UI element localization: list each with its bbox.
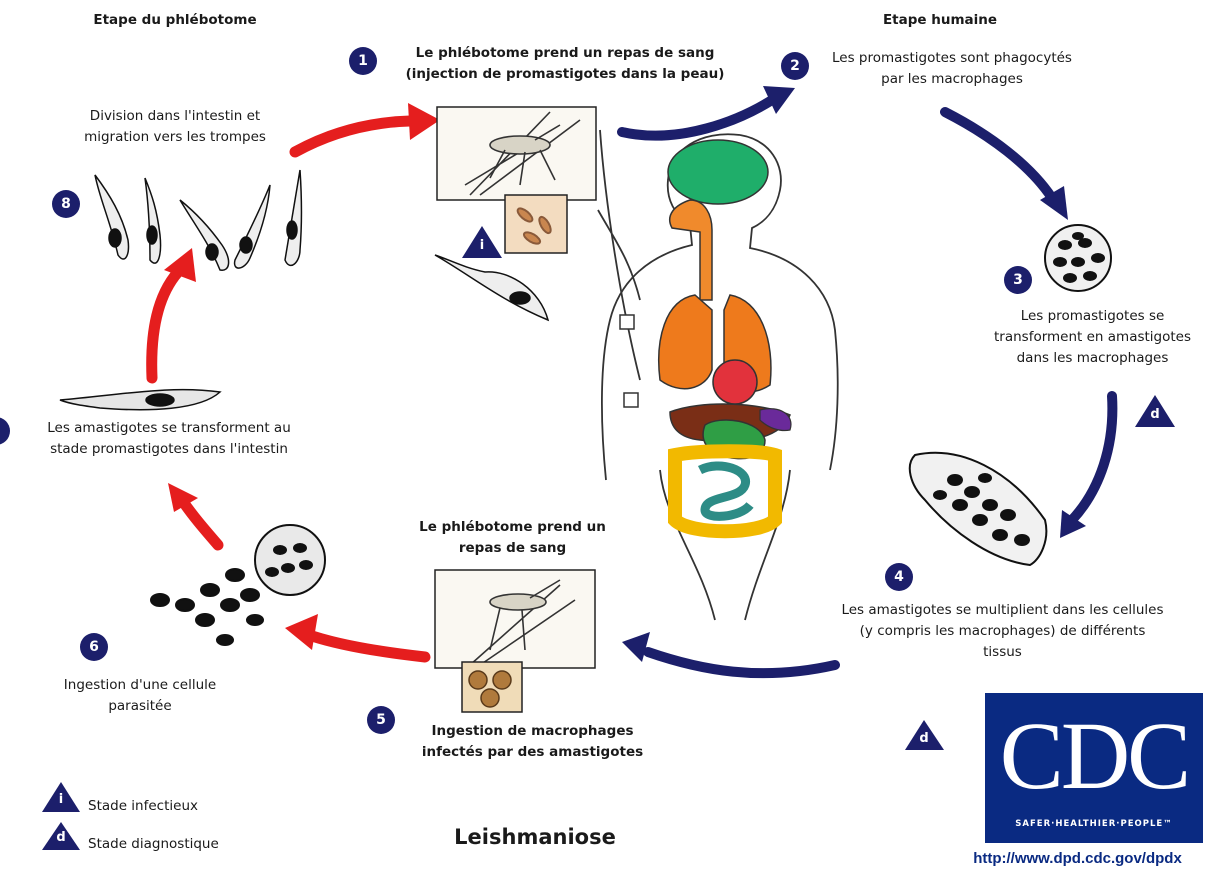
diagram-title: Leishmaniose xyxy=(420,825,650,849)
step-8-text: Division dans l'intestin et migration ve… xyxy=(60,106,290,148)
step-5-text-a: Le phlébotome prend un repas de sang xyxy=(410,517,615,559)
legend-infective-text: Stade infectieux xyxy=(88,797,198,815)
cdc-logo: CDC SAFER·HEALTHIER·PEOPLE™ xyxy=(985,693,1203,843)
brain xyxy=(668,140,768,204)
arrow-5-to-6 xyxy=(312,636,425,657)
step-7-text: Les amastigotes se transforment au stade… xyxy=(28,418,310,460)
free-promastigote xyxy=(435,255,548,320)
arrow-3-to-4 xyxy=(1072,396,1112,520)
arrow-8-to-1 xyxy=(295,121,410,152)
step-5-text-b: Ingestion de macrophages infectés par de… xyxy=(405,721,660,763)
arrow-1-to-2 xyxy=(622,100,772,136)
cdc-url[interactable]: http://www.dpd.cdc.gov/dpdx xyxy=(945,850,1210,867)
sandfly-inset-top xyxy=(437,107,596,253)
human-stage-header: Etape humaine xyxy=(830,10,1050,31)
step-2-badge: 2 xyxy=(781,52,809,80)
vector-stage-header: Etape du phlébotome xyxy=(50,10,300,31)
step-4-badge: 4 xyxy=(885,563,913,591)
diagnostic-marker-cdc-letter: d xyxy=(907,731,941,746)
step-3-badge: 3 xyxy=(1004,266,1032,294)
step-5-badge: 5 xyxy=(367,706,395,734)
arrow-2-to-3 xyxy=(945,112,1052,198)
step-1-text: Le phlébotome prend un repas de sang (in… xyxy=(390,43,740,85)
left-lung xyxy=(659,295,712,389)
sandfly-inset-bottom xyxy=(435,570,595,712)
step-3-text: Les promastigotes se transforment en ama… xyxy=(985,306,1200,369)
diagnostic-marker-letter: d xyxy=(1138,407,1172,422)
step-6-text: Ingestion d'une cellule parasitée xyxy=(55,675,225,717)
step-1-badge: 1 xyxy=(349,47,377,75)
skin-square-upper xyxy=(620,315,634,329)
cdc-logo-text: CDC xyxy=(985,701,1203,811)
step-4-text: Les amastigotes se multiplient dans les … xyxy=(840,600,1165,663)
legend-infective-letter: i xyxy=(44,792,78,807)
infective-marker-letter: i xyxy=(465,238,499,253)
arrow-7-to-8 xyxy=(152,272,178,378)
tissue-cells xyxy=(910,453,1047,565)
infected-macrophage xyxy=(1045,225,1111,291)
step-2-text: Les promastigotes sont phagocytés par le… xyxy=(822,48,1082,90)
elongating-parasite xyxy=(60,390,220,410)
arrow-6-to-7 xyxy=(182,500,218,545)
small-intestine xyxy=(700,466,750,516)
skin-square-lower xyxy=(624,393,638,407)
organs xyxy=(620,140,791,531)
legend-diagnostic-letter: d xyxy=(44,830,78,845)
step-6-badge: 6 xyxy=(80,633,108,661)
step-8-badge: 8 xyxy=(52,190,80,218)
cdc-tagline: SAFER·HEALTHIER·PEOPLE™ xyxy=(985,819,1203,829)
legend-diagnostic-text: Stade diagnostique xyxy=(88,835,219,853)
heart xyxy=(713,360,757,404)
arrow-4-to-5 xyxy=(648,652,835,673)
